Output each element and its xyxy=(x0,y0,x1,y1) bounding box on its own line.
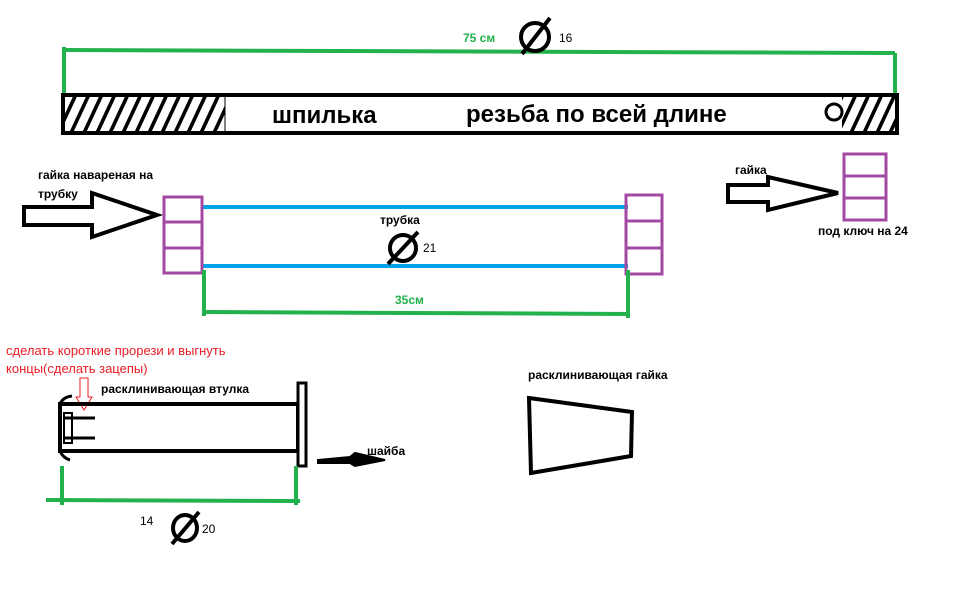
welded-nut-arrow-icon xyxy=(22,190,164,240)
nut-arrow-icon xyxy=(726,174,839,213)
welded-nut-label-line1: гайка навареная на xyxy=(38,168,153,182)
stud-rod xyxy=(61,93,899,135)
stud-name-label: шпилька xyxy=(272,102,377,129)
nut-wrench-label: под ключ на 24 xyxy=(818,224,908,238)
tube-diameter-label: 21 xyxy=(423,241,437,255)
bushing-length-label: 14 xyxy=(140,514,154,528)
bushing-diameter-symbol xyxy=(170,510,201,546)
washer-label: шайба xyxy=(367,444,405,458)
bushing-note-line1: сделать короткие прорези и выгнуть xyxy=(6,343,226,358)
nut-label: гайка xyxy=(735,163,767,177)
tube-dimension xyxy=(202,270,631,318)
wedge-nut-shape xyxy=(526,395,635,476)
stud-diameter-symbol xyxy=(519,16,552,56)
bushing-name-label: расклинивающая втулка xyxy=(101,382,249,396)
nut-box xyxy=(842,152,888,222)
bushing-note-line2: концы(сделать зацепы) xyxy=(6,361,148,376)
stud-dimension xyxy=(61,47,897,96)
stud-hole-icon xyxy=(824,102,844,122)
tube-diameter-symbol xyxy=(386,230,420,266)
tube-body xyxy=(202,205,628,268)
tube-left-nut xyxy=(162,195,204,275)
bushing-diameter-label: 20 xyxy=(202,522,216,536)
wedge-nut-label: расклинивающая гайка xyxy=(528,368,668,382)
tube-right-nut xyxy=(624,193,664,276)
stud-length-label: 75 см xyxy=(463,31,495,45)
welded-nut-label-line2: трубку xyxy=(38,187,78,201)
tube-name-label: трубка xyxy=(380,213,420,227)
stud-thread-label: резьба по всей длине xyxy=(466,101,727,128)
bushing-body xyxy=(58,394,300,462)
bushing-dimension xyxy=(45,466,301,505)
washer-arrow-icon xyxy=(317,451,386,468)
washer xyxy=(296,381,308,468)
tube-length-label: 35см xyxy=(395,293,424,307)
stud-diameter-label: 16 xyxy=(559,31,573,45)
